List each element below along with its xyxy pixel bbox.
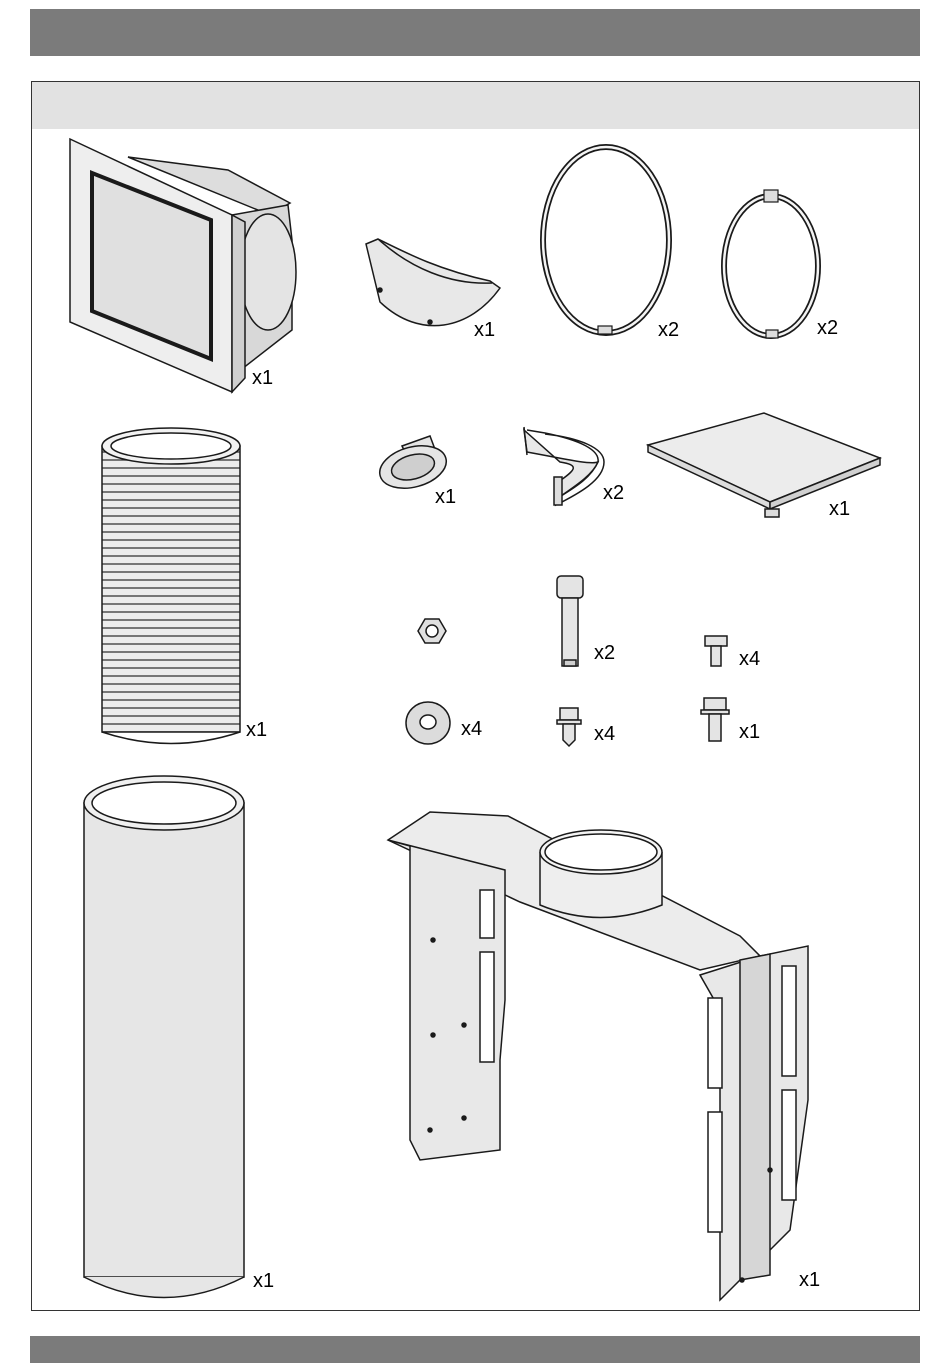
wall-box-icon (70, 139, 296, 392)
long-bolt-icon (557, 576, 583, 666)
nut-icon (418, 619, 446, 643)
qty-long-bolt: x2 (594, 643, 615, 663)
clamp-ring-icon (724, 190, 818, 338)
qty-cover-plate: x1 (829, 499, 850, 519)
qty-flange-screw: x4 (594, 724, 615, 744)
qty-ring-large: x2 (658, 320, 679, 340)
washer-icon (406, 702, 450, 744)
qty-clamp-ring: x2 (817, 318, 838, 338)
qty-half-shell: x1 (474, 320, 495, 340)
mounting-frame-icon (388, 812, 808, 1300)
strap-icon (524, 427, 604, 505)
flange-screw-icon (557, 708, 581, 746)
qty-hex-bolt: x1 (739, 722, 760, 742)
qty-sealing-tape: x1 (435, 487, 456, 507)
small-screw-icon (705, 636, 727, 666)
flex-duct-icon (102, 428, 240, 744)
half-shell-icon (366, 239, 500, 326)
rigid-pipe-icon (84, 776, 244, 1298)
bottom-footer-bar (30, 1336, 920, 1363)
qty-wall-box: x1 (252, 368, 273, 388)
qty-strap: x2 (603, 483, 624, 503)
qty-washer: x4 (461, 719, 482, 739)
hex-bolt-icon (701, 698, 729, 741)
qty-mounting-frame: x1 (799, 1270, 820, 1290)
qty-rigid-pipe: x1 (253, 1271, 274, 1291)
qty-flex-duct: x1 (246, 720, 267, 740)
ring-large-icon (543, 147, 669, 334)
qty-small-screw: x4 (739, 649, 760, 669)
